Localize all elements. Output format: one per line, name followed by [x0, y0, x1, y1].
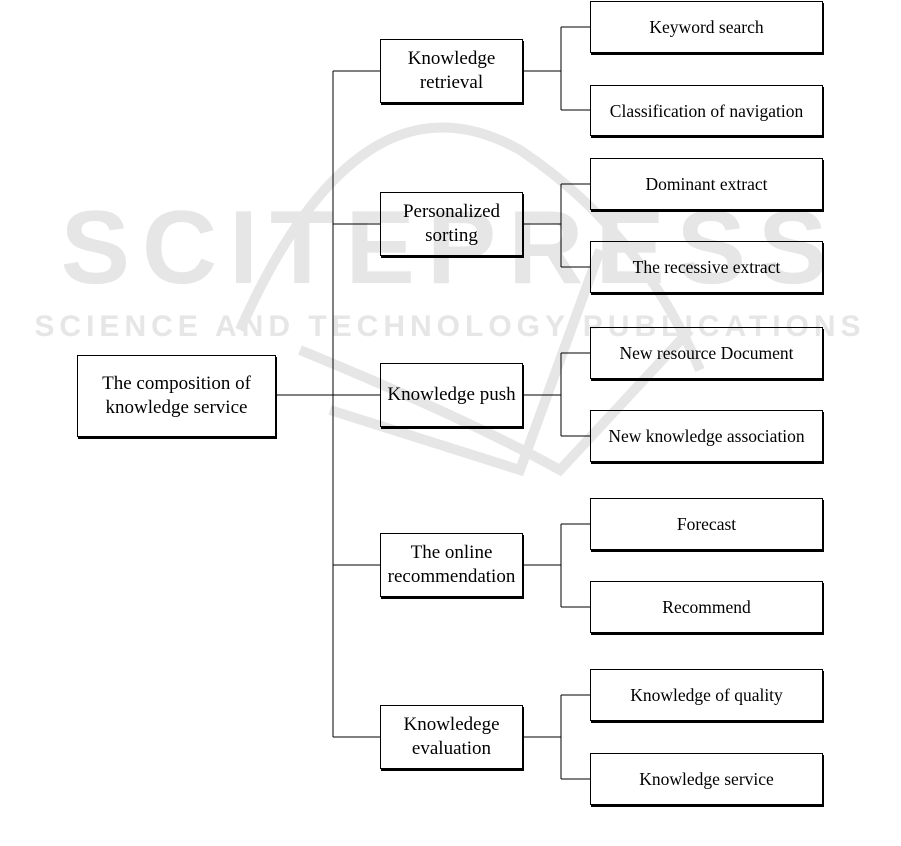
watermark-swoosh-shape: [298, 326, 694, 477]
leaf-node-new-resource: New resource Document: [590, 327, 823, 379]
leaf-node-label: New resource Document: [619, 343, 794, 363]
watermark-v-shape: [328, 248, 605, 477]
category-node-line2: retrieval: [419, 72, 484, 93]
category-node-line1: Knowledge push: [387, 384, 516, 405]
leaf-node-dominant-extract: Dominant extract: [590, 158, 823, 210]
leaf-node-label: The recessive extract: [632, 257, 781, 277]
category-node-retrieval: Knowledge retrieval: [380, 39, 523, 103]
category-node-line2: sorting: [425, 225, 478, 246]
leaf-node-label: Dominant extract: [645, 174, 768, 194]
category-node-push: Knowledge push: [380, 363, 523, 427]
leaf-node-label: Classification of navigation: [609, 100, 804, 121]
leaf-node-forecast: Forecast: [590, 498, 823, 550]
leaf-node-label: New knowledge association: [608, 426, 805, 446]
leaf-node-label: Keyword search: [649, 17, 764, 37]
category-node-line1: Knowledge: [407, 48, 496, 69]
leaf-node-new-association: New knowledge association: [590, 410, 823, 462]
leaf-node-recommend: Recommend: [590, 581, 823, 633]
leaf-node-label: Recommend: [662, 597, 751, 617]
leaf-node-label: Knowledge of quality: [630, 685, 783, 705]
root-node-line1: The composition of: [102, 373, 251, 394]
category-node-line2: recommendation: [387, 566, 516, 587]
leaf-node-classification: Classification of navigation: [590, 85, 823, 136]
category-node-sorting: Personalized sorting: [380, 192, 523, 256]
category-node-recommendation: The online recommendation: [380, 533, 523, 597]
watermark-arc-shape: [235, 122, 705, 372]
leaf-node-label: Knowledge service: [639, 769, 774, 789]
leaf-node-keyword-search: Keyword search: [590, 1, 823, 53]
category-node-line1: Personalized: [402, 201, 501, 222]
root-node-line2: knowledge service: [105, 397, 248, 418]
leaf-node-service: Knowledge service: [590, 753, 823, 805]
category-node-line1: The online: [410, 542, 493, 563]
leaf-node-recessive-extract: The recessive extract: [590, 241, 823, 293]
category-node-evaluation: Knowledege evaluation: [380, 705, 523, 769]
category-node-line2: evaluation: [411, 738, 492, 759]
watermark-subtitle: SCIENCE AND TECHNOLOGY PUBLICATIONS: [34, 310, 865, 343]
category-node-line1: Knowledege: [403, 714, 500, 735]
leaf-node-label: Forecast: [676, 514, 737, 534]
root-node: The composition of knowledge service: [77, 355, 276, 437]
leaf-node-quality: Knowledge of quality: [590, 669, 823, 721]
